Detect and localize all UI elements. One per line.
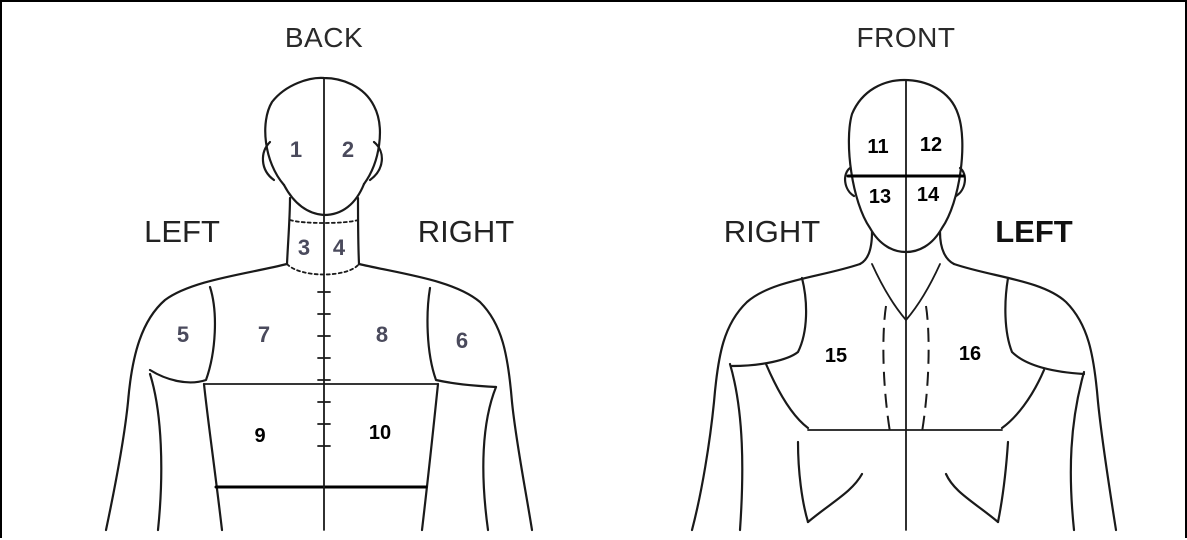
- front-title: FRONT: [857, 22, 956, 53]
- back-torso-outline-right: [359, 264, 532, 530]
- back-torso-outline: [106, 264, 287, 530]
- back-region-label: 6: [456, 328, 468, 353]
- front-left-deltoid: [1005, 278, 1084, 374]
- back-region-label: 8: [376, 322, 388, 347]
- back-region-label: 9: [254, 425, 265, 447]
- front-left-label: LEFT: [995, 214, 1073, 249]
- front-left-arm-inner: [1071, 372, 1084, 530]
- front-abs-lower-left: [946, 474, 998, 522]
- front-neck-right: [860, 232, 872, 264]
- front-figure: FRONT RIGHT LEFT 11 12 13 14 15 16: [692, 22, 1116, 530]
- front-sternum-dash-left: [922, 306, 929, 432]
- front-region-label: 11: [867, 136, 888, 158]
- back-left-arm-inner: [150, 374, 161, 530]
- front-abs-lower-right: [808, 474, 862, 522]
- back-neck-right: [358, 198, 359, 264]
- front-right-arm-inner: [730, 364, 742, 530]
- front-abs-left: [998, 442, 1008, 522]
- back-right-label: RIGHT: [418, 214, 515, 249]
- front-right-deltoid: [732, 278, 806, 366]
- front-collar-right: [872, 264, 906, 320]
- front-region-label: 12: [920, 134, 942, 156]
- front-region-label: 13: [869, 186, 891, 208]
- front-sternum-dash-right: [883, 306, 890, 432]
- front-region-label: 14: [917, 184, 940, 206]
- front-neck-left: [940, 232, 954, 264]
- back-region-label: 3: [298, 235, 310, 260]
- front-region-label: 15: [825, 345, 847, 367]
- front-abs-right: [798, 442, 808, 522]
- front-torso-outline-right: [692, 264, 860, 530]
- back-neck-left: [287, 198, 290, 264]
- back-left-label: LEFT: [144, 214, 220, 249]
- back-region-label: 10: [369, 422, 391, 444]
- back-figure: BACK LEFT RIGHT 1 2 3 4 5 6 7 8 9 10: [106, 22, 532, 530]
- back-head-outline: [265, 78, 380, 185]
- back-right-arm-inner: [483, 387, 496, 530]
- front-torso-outline-left: [954, 264, 1116, 530]
- front-chest-left: [1002, 370, 1044, 428]
- back-region-label: 1: [290, 137, 302, 162]
- back-left-ear: [263, 142, 274, 180]
- back-region-label: 4: [333, 235, 346, 260]
- back-region-label: 5: [177, 322, 189, 347]
- front-region-label: 16: [959, 343, 981, 365]
- back-region-label: 2: [342, 137, 354, 162]
- back-lower-right: [422, 384, 438, 530]
- back-title: BACK: [285, 22, 363, 53]
- front-collar-left: [906, 264, 940, 320]
- front-right-label: RIGHT: [724, 214, 821, 249]
- back-region-label: 7: [258, 322, 270, 347]
- front-chest-right: [766, 364, 808, 428]
- back-lower-left: [204, 384, 222, 530]
